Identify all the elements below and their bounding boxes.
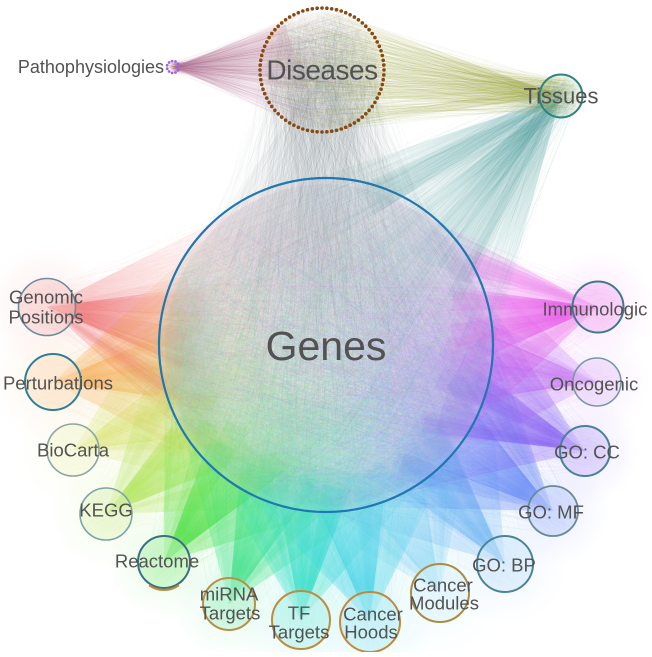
svg-text:Reactome: Reactome — [115, 551, 199, 572]
svg-text:GO: CC: GO: CC — [554, 442, 620, 463]
svg-text:Modules: Modules — [409, 593, 479, 614]
svg-text:Tissues: Tissues — [524, 84, 599, 109]
svg-text:TF: TF — [288, 603, 311, 624]
svg-text:miRNA: miRNA — [200, 584, 259, 605]
svg-text:Perturbations: Perturbations — [3, 373, 113, 394]
svg-text:Targets: Targets — [269, 622, 330, 643]
svg-text:Genes: Genes — [266, 323, 387, 369]
svg-text:Oncogenic: Oncogenic — [550, 374, 638, 395]
svg-text:BioCarta: BioCarta — [37, 440, 110, 461]
svg-text:Diseases: Diseases — [266, 55, 377, 86]
svg-text:Positions: Positions — [8, 307, 83, 328]
svg-text:GO: BP: GO: BP — [472, 555, 536, 576]
svg-text:Pathophysiologies: Pathophysiologies — [18, 57, 164, 77]
svg-text:Cancer: Cancer — [343, 604, 403, 625]
svg-text:Hoods: Hoods — [344, 622, 397, 643]
svg-text:KEGG: KEGG — [79, 500, 132, 521]
svg-text:GO: MF: GO: MF — [518, 502, 584, 523]
svg-text:Immunologic: Immunologic — [543, 299, 648, 320]
svg-text:Cancer: Cancer — [413, 575, 473, 596]
svg-text:Genomic: Genomic — [9, 287, 83, 308]
svg-text:Targets: Targets — [200, 603, 261, 624]
